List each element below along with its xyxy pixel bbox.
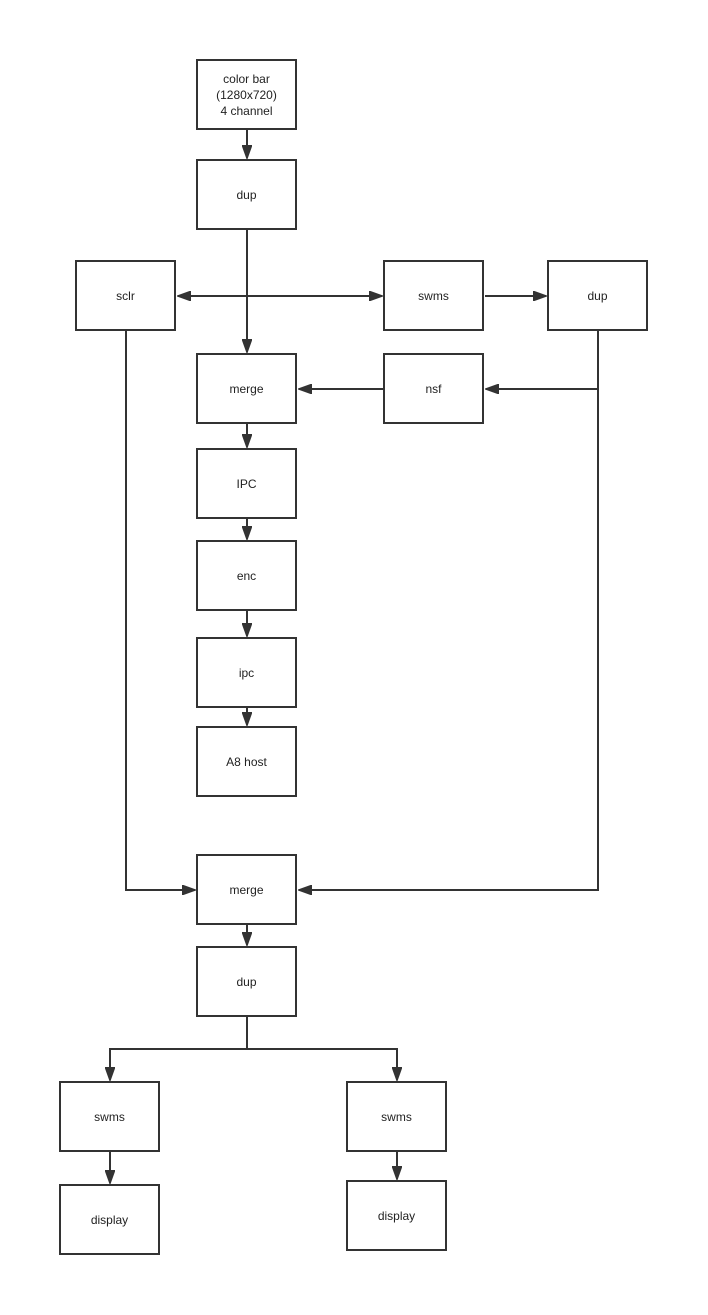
node-display-2: display: [346, 1180, 447, 1251]
edge-sclr-merge2: [125, 331, 195, 890]
node-swms-3: swms: [346, 1081, 447, 1152]
node-merge-2: merge: [196, 854, 297, 925]
node-swms-2: swms: [59, 1081, 160, 1152]
edge-dup3-swms3: [247, 1048, 397, 1080]
edge-dup-nsf: [486, 331, 599, 389]
node-ipc-upper: IPC: [196, 448, 297, 519]
node-ipc-lower: ipc: [196, 637, 297, 708]
node-display-1: display: [59, 1184, 160, 1255]
node-swms-1: swms: [383, 260, 484, 331]
node-color-bar: color bar (1280x720) 4 channel: [196, 59, 297, 130]
node-dup-3: dup: [196, 946, 297, 1017]
node-enc: enc: [196, 540, 297, 611]
edge-dup-merge2: [299, 389, 599, 890]
node-sclr: sclr: [75, 260, 176, 331]
node-merge-1: merge: [196, 353, 297, 424]
edge-dup3-swms2: [110, 1048, 247, 1080]
node-dup-1: dup: [196, 159, 297, 230]
node-nsf: nsf: [383, 353, 484, 424]
node-dup-2: dup: [547, 260, 648, 331]
node-a8-host: A8 host: [196, 726, 297, 797]
